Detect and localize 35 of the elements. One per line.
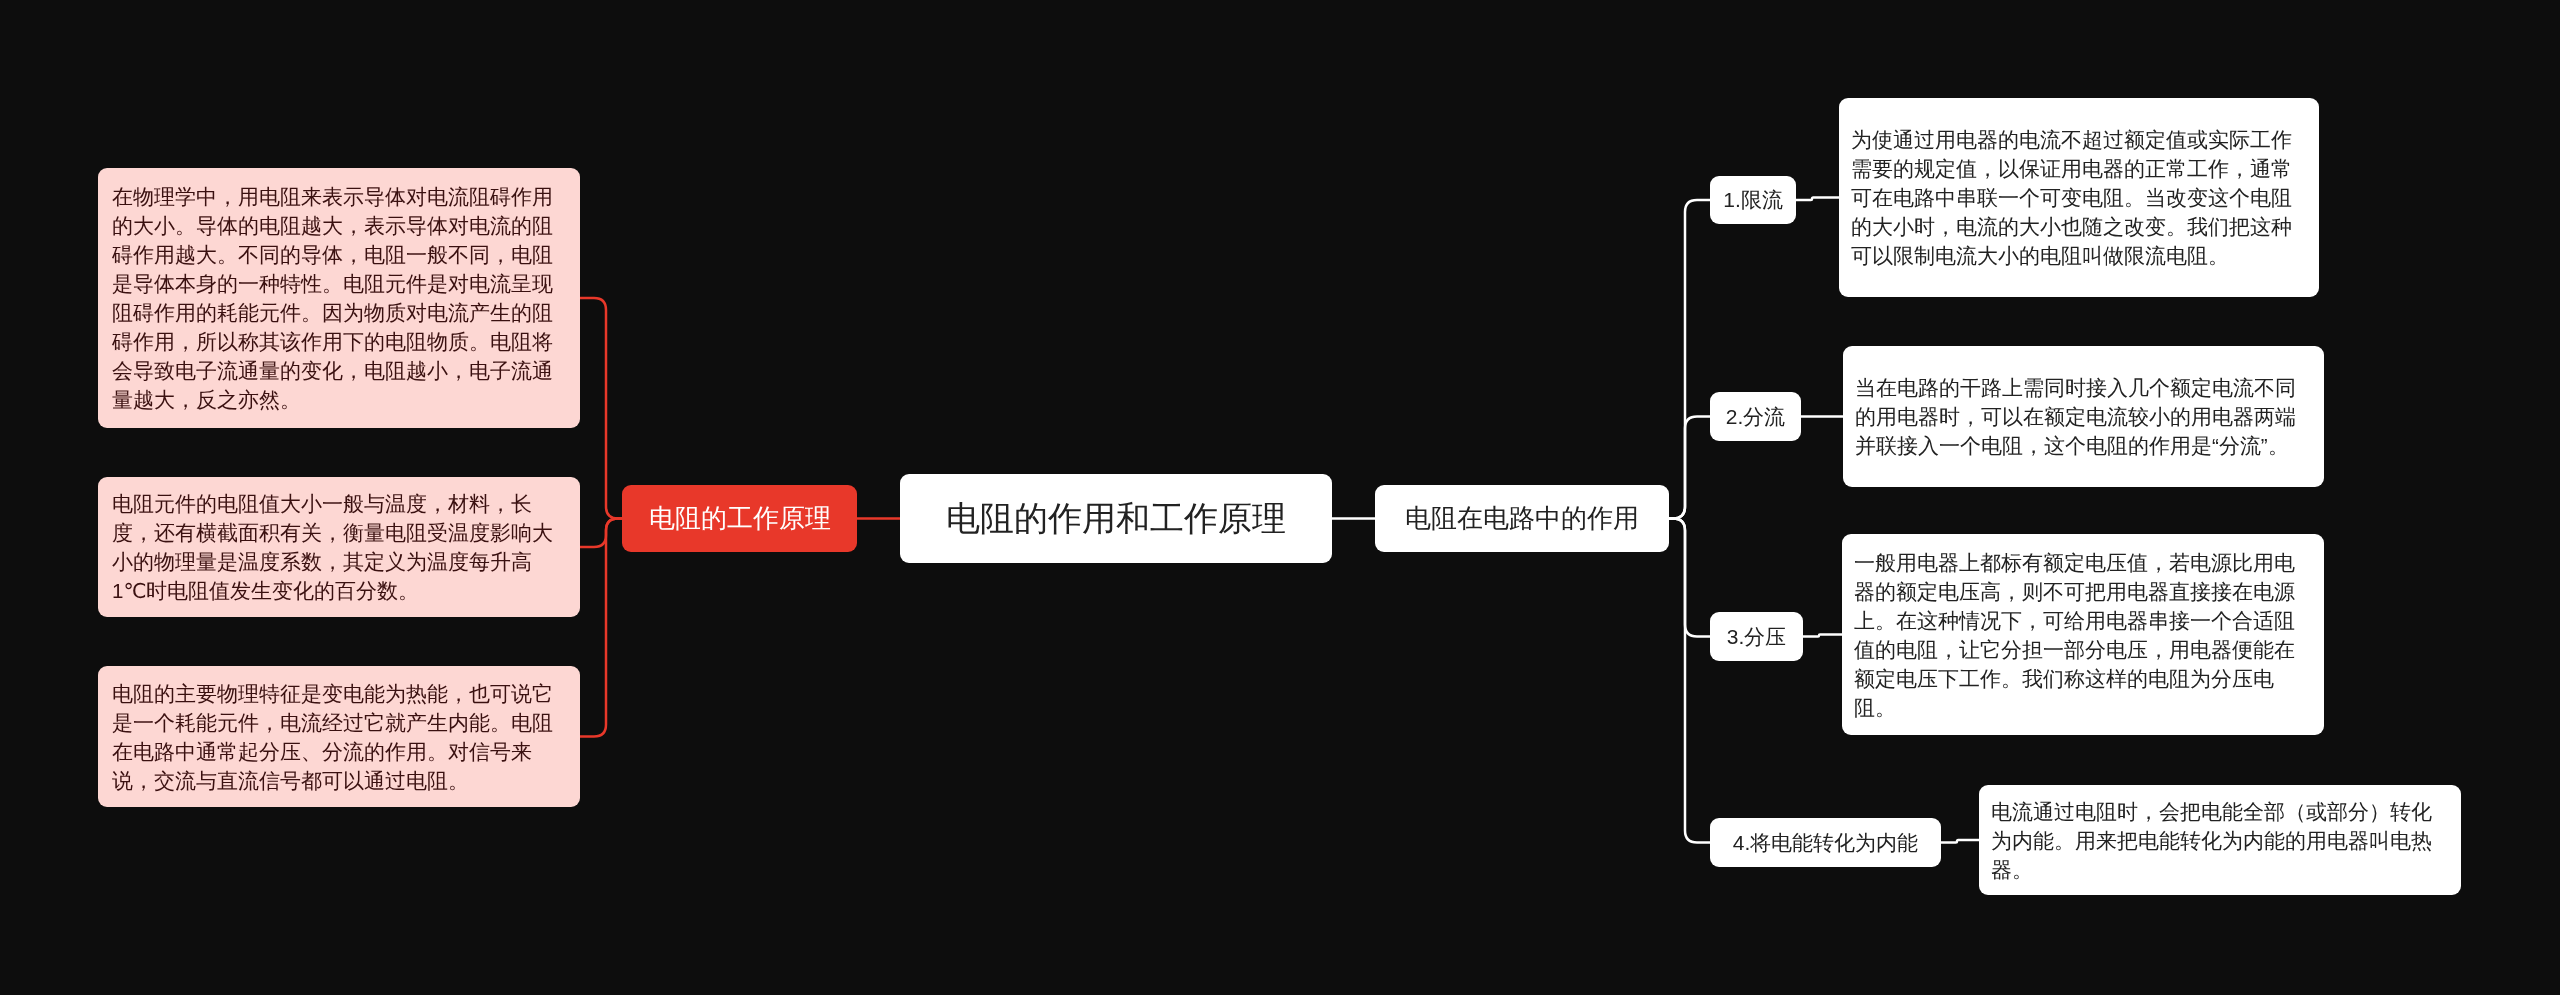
topic-text: 为使通过用电器的电流不超过额定值或实际工作需要的规定值，以保证用电器的正常工作，通常可在电路中串联一个可变电阻。当改变这个电阻的大小时，电流的大小也随之改变。我们把这种可以限制电流大小的电阻叫做限流电阻。	[1851, 127, 2293, 269]
connector-line	[1941, 838, 1979, 844]
connector-line	[1796, 196, 1839, 202]
connector-line	[1803, 633, 1842, 638]
topic-text: 4.将电能转化为内能	[1732, 829, 1919, 856]
note-card	[1842, 534, 2324, 735]
topic-text: 在物理学中，用电阻来表示导体对电流阻碍作用的大小。导体的电阻越大，表示导体对电流的阻碍作用越大。不同的导体，电阻一般不同，电阻是导体本身的一种特性。电阻元件是对电流呈现阻碍作用的耗能元件。因为物质对电流产生的阻碍作用，所以称其该作用下的电阻物质。电阻将会导致电子流通量的变化，电阻越小，电子流通量越大，反之亦然。	[112, 184, 554, 413]
subtopic	[1710, 818, 1941, 867]
subtopic	[1710, 392, 1801, 441]
topic-text: 1.限流	[1723, 187, 1783, 213]
topic-text: 电阻的作用和工作原理	[946, 497, 1286, 539]
central-topic	[900, 474, 1332, 563]
connector-line	[1332, 517, 1375, 520]
connector-line	[1669, 517, 1710, 844]
note-card	[1839, 98, 2319, 297]
connector-line	[857, 517, 900, 520]
topic-text: 电阻的工作原理	[648, 502, 831, 535]
topic-text: 2.分流	[1725, 403, 1786, 430]
topic-text: 当在电路的干路上需同时接入几个额定电流不同的用电器时，可以在额定电流较小的用电器两端并联接入一个电阻，这个电阻的作用是“分流”。	[1855, 375, 2297, 459]
note-card	[98, 666, 580, 807]
note-card	[1843, 346, 2324, 487]
note-card	[1979, 785, 2461, 895]
topic-text: 电阻的主要物理特征是变电能为热能，也可说它是一个耗能元件，电流经过它就产生内能。电阻在电路中通常起分压、分流的作用。对信号来说，交流与直流信号都可以通过电阻。	[112, 680, 554, 794]
branch-topic	[622, 485, 857, 552]
topic-text: 3.分压	[1726, 623, 1787, 650]
branch-topic	[1375, 485, 1669, 552]
topic-text: 一般用电器上都标有额定电压值，若电源比用电器的额定电压高，则不可把用电器直接接在电源上。在这种情况下，可给用电器串接一个合适阻值的电阻，让它分担一部分电压，用电器便能在额定电压下工作。我们称这样的电阻为分压电阻。	[1854, 549, 2296, 721]
subtopic	[1710, 176, 1796, 224]
note-card	[98, 477, 580, 617]
subtopic	[1710, 612, 1803, 661]
topic-text: 电流通过电阻时，会把电能全部（或部分）转化为内能。用来把电能转化为内能的用电器叫电热器。	[1991, 798, 2433, 883]
topic-text: 电阻在电路中的作用	[1405, 502, 1639, 535]
topic-text: 电阻元件的电阻值大小一般与温度，材料，长度，还有横截面积有关，衡量电阻受温度影响大小的物理量是温度系数，其定义为温度每升高1℃时电阻值发生变化的百分数。	[112, 491, 554, 604]
connector-line	[1801, 415, 1843, 418]
note-card	[98, 168, 580, 428]
